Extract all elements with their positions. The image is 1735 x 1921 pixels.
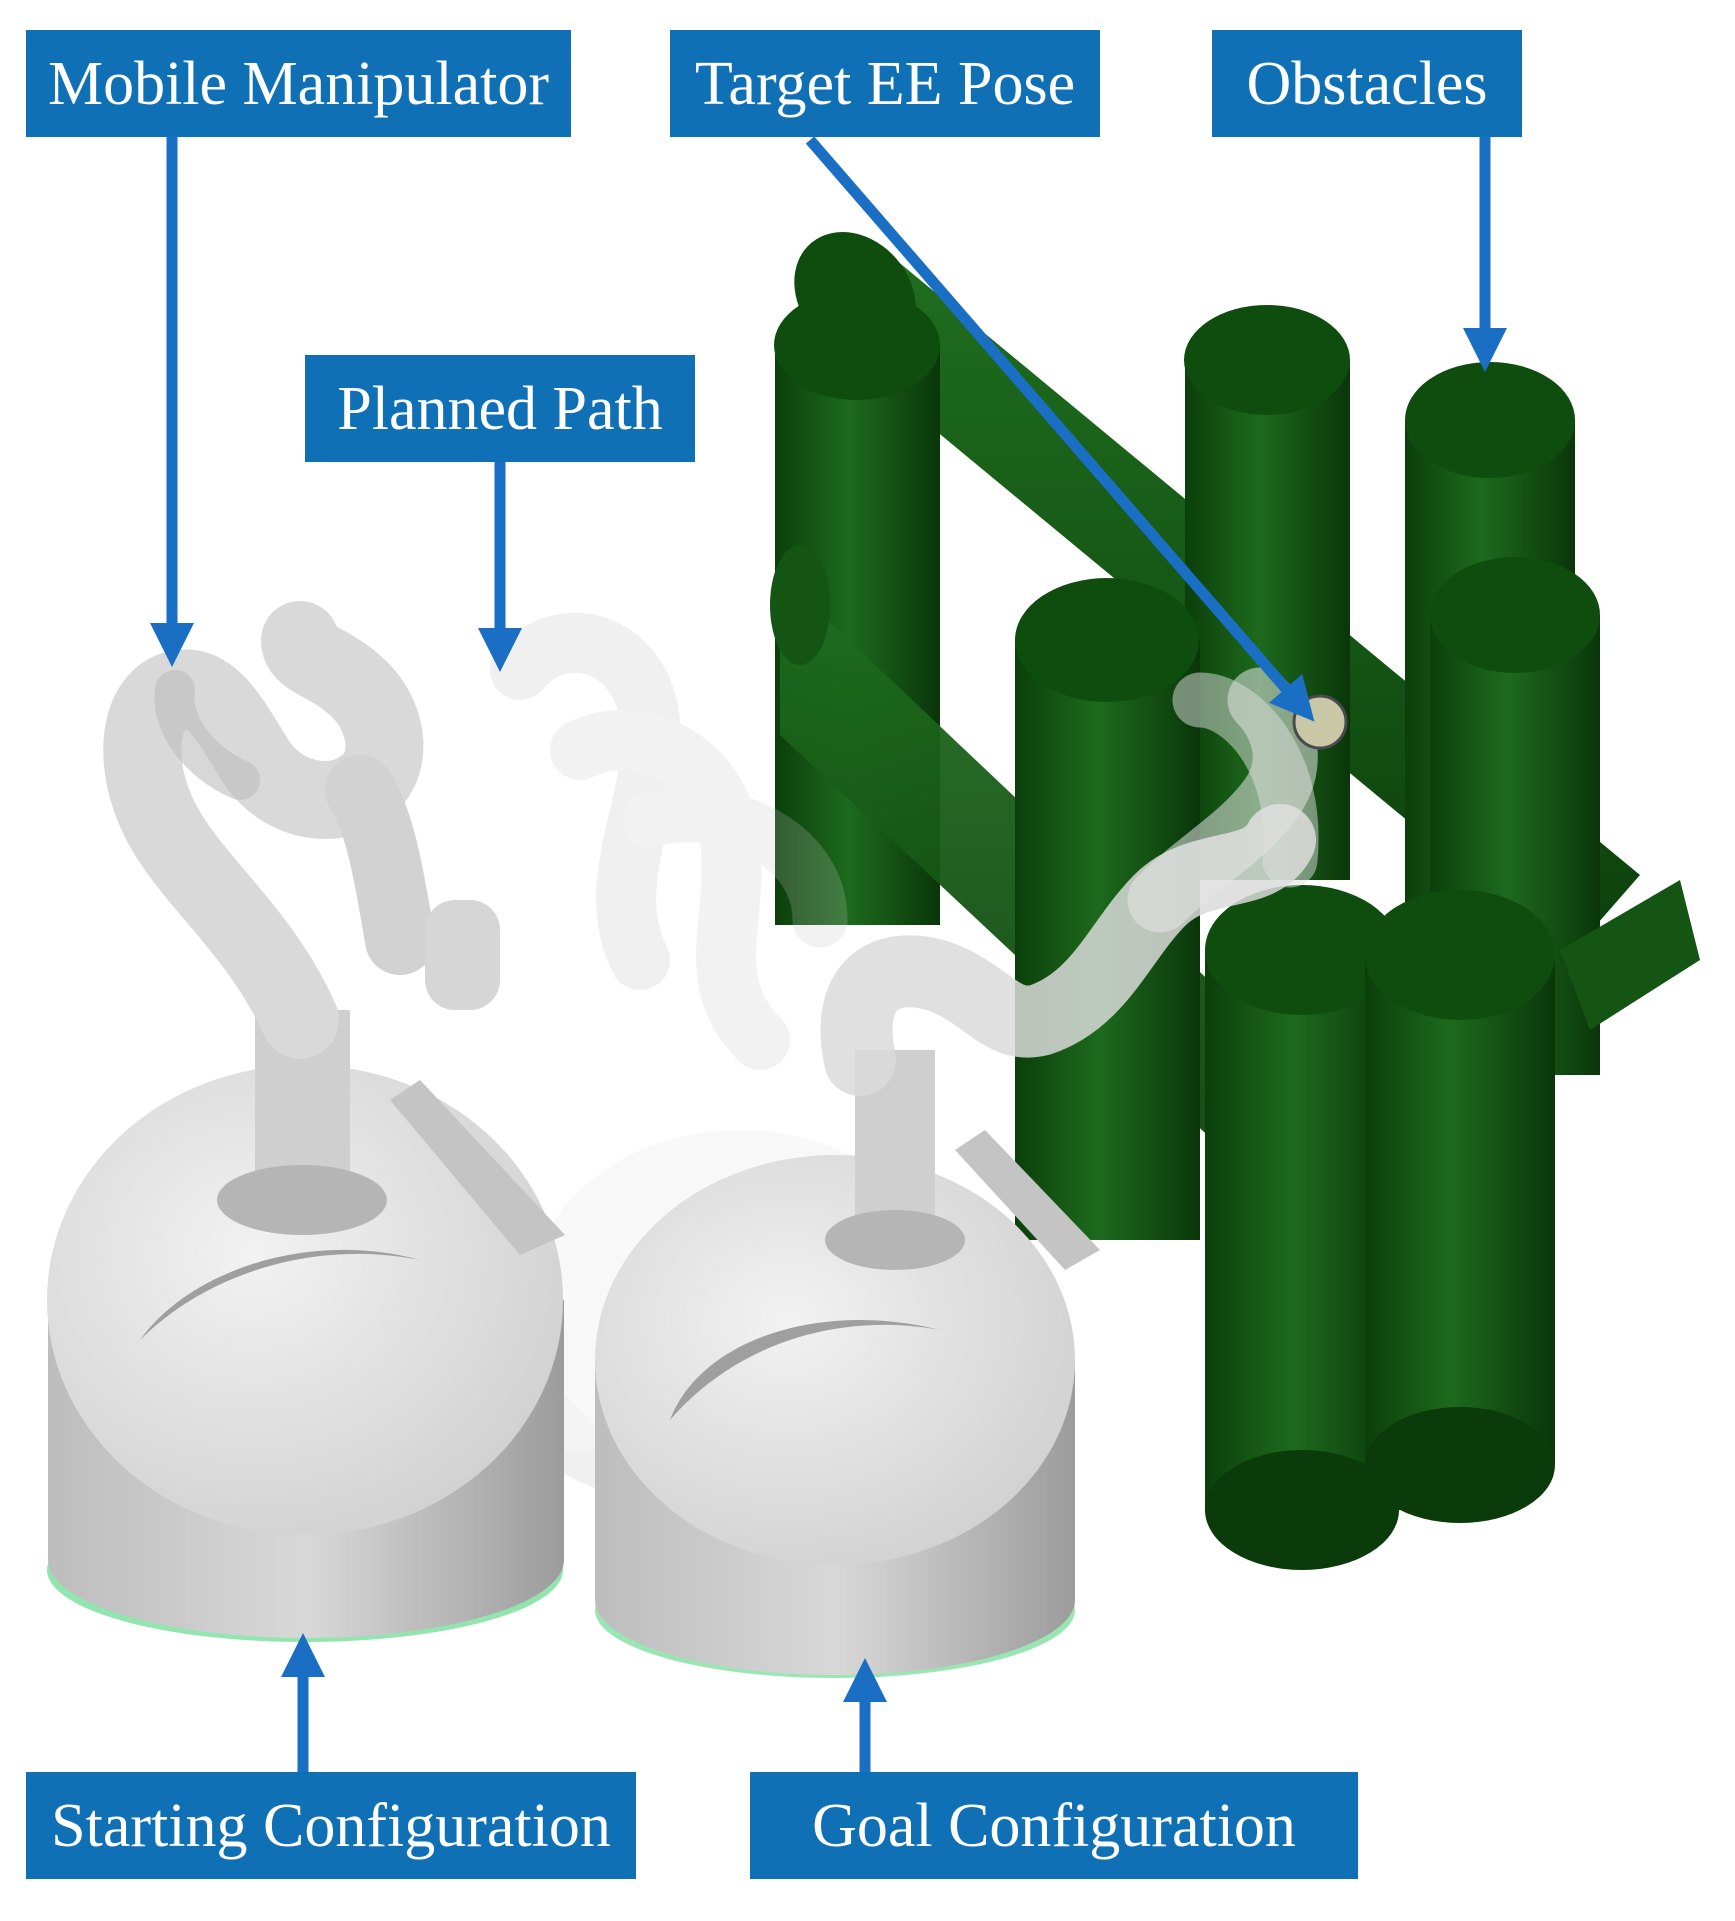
label-obstacles: Obstacles bbox=[1212, 30, 1522, 137]
arrow-target-ee bbox=[805, 136, 1315, 722]
obstacle-cylinder-7 bbox=[1365, 890, 1555, 1523]
annotation-arrows bbox=[150, 136, 1507, 1772]
label-starting-configuration: Starting Configuration bbox=[26, 1772, 636, 1879]
starting-robot bbox=[47, 601, 565, 1642]
label-target-ee-pose: Target EE Pose bbox=[670, 30, 1100, 137]
goal-robot bbox=[595, 667, 1319, 1678]
label-planned-path: Planned Path bbox=[305, 355, 695, 462]
label-goal-configuration: Goal Configuration bbox=[750, 1772, 1358, 1879]
obstacles-group bbox=[770, 232, 1700, 1570]
target-ee-marker bbox=[1292, 694, 1348, 750]
obstacle-bar-end bbox=[1560, 880, 1700, 1030]
label-mobile-manipulator: Mobile Manipulator bbox=[26, 30, 571, 137]
